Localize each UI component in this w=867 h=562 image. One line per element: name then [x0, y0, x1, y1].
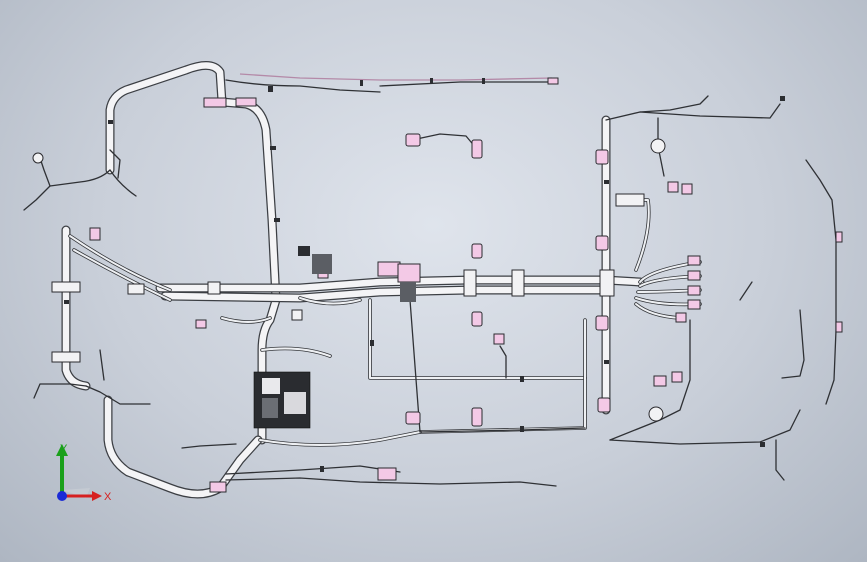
wire-ties — [64, 78, 785, 472]
clips — [32, 138, 666, 422]
connectors — [89, 77, 843, 493]
relay-box — [253, 246, 416, 429]
x-axis-label: X — [104, 491, 112, 503]
coordinate-triad: Y X — [56, 443, 112, 503]
harness-trunks — [61, 61, 645, 499]
y-axis-label: Y — [60, 443, 68, 455]
